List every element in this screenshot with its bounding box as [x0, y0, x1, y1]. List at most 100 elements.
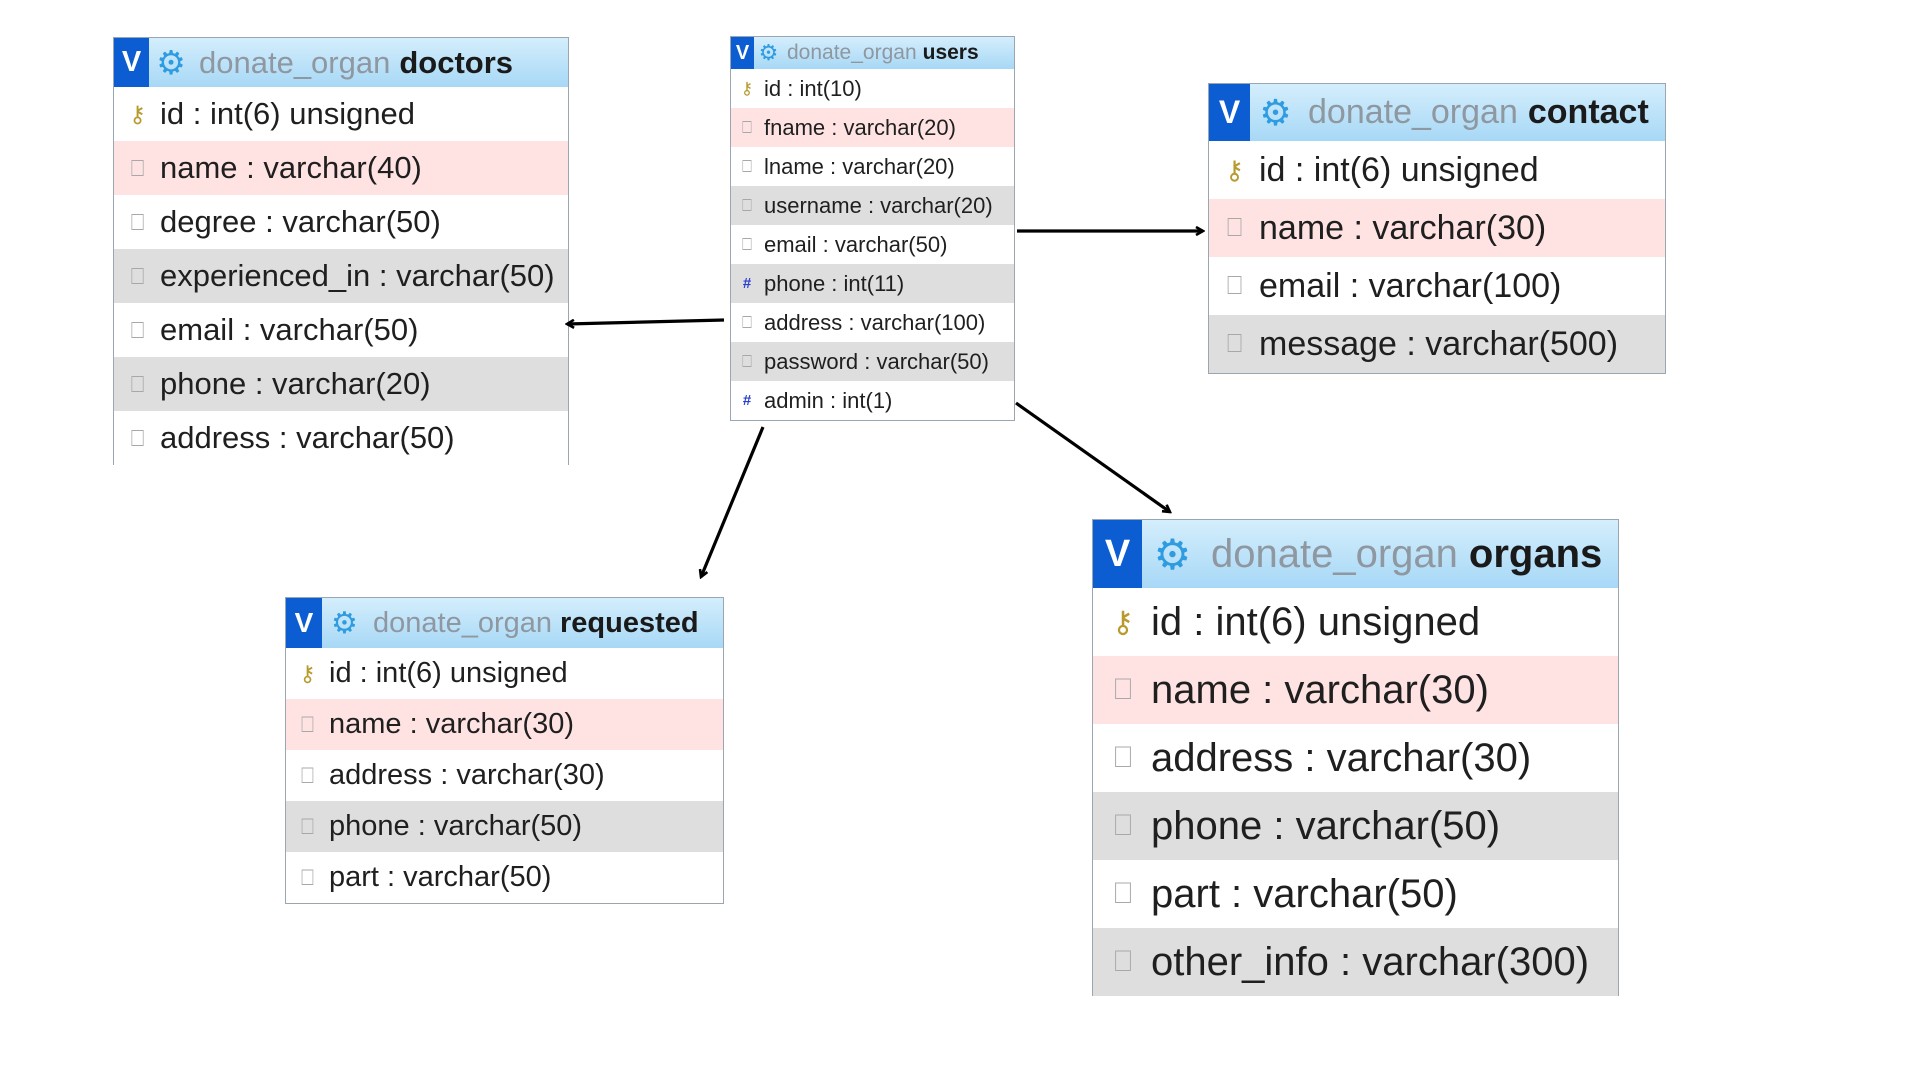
field-label: id : int(6) unsigned — [1259, 150, 1539, 189]
collapse-button[interactable]: V — [1093, 520, 1142, 588]
field-row: ⎕ address : varchar(50) — [114, 411, 568, 465]
column-icon: ⎕ — [300, 762, 315, 788]
key-icon: ⚷ — [1112, 605, 1134, 639]
column-icon: ⎕ — [1114, 741, 1132, 774]
field-label: name : varchar(30) — [1259, 208, 1547, 247]
column-icon: ⎕ — [741, 234, 753, 254]
table-name: requested — [560, 606, 699, 639]
field-row: ⎕ password : varchar(50) — [731, 342, 1014, 381]
table-name: organs — [1468, 531, 1603, 576]
key-icon: ⚷ — [129, 100, 146, 127]
field-label: password : varchar(50) — [764, 348, 989, 374]
field-row: ⎕ address : varchar(30) — [286, 750, 723, 801]
column-icon: ⎕ — [741, 312, 753, 332]
hash-icon: # — [742, 392, 752, 409]
collapse-button[interactable]: V — [114, 38, 149, 87]
field-row: ⎕ phone : varchar(50) — [286, 801, 723, 852]
field-label: message : varchar(500) — [1259, 324, 1619, 363]
field-row: ⎕part : varchar(50) — [1093, 860, 1618, 928]
field-row: ⚷ id : int(6) unsigned — [1209, 141, 1665, 199]
field-label: address : varchar(30) — [1151, 735, 1532, 780]
field-row: #phone : int(11) — [731, 264, 1014, 303]
field-row: ⎕ part : varchar(50) — [286, 852, 723, 903]
key-icon: ⚷ — [299, 660, 316, 686]
gear-icon[interactable]: ⚙ — [758, 40, 779, 65]
collapse-button[interactable]: V — [1209, 84, 1250, 141]
field-label: address : varchar(30) — [329, 759, 605, 791]
field-row: ⎕degree : varchar(50) — [114, 195, 568, 249]
column-icon: ⎕ — [130, 424, 145, 451]
field-row: ⎕name : varchar(30) — [286, 699, 723, 750]
gear-icon[interactable]: ⚙ — [1259, 91, 1292, 133]
field-row: ⎕ address : varchar(30) — [1093, 724, 1618, 792]
field-label: id : int(6) unsigned — [160, 96, 416, 131]
table-name: users — [922, 41, 979, 64]
gear-icon[interactable]: ⚙ — [1153, 530, 1192, 578]
field-row: ⚷ id : int(6) unsigned — [114, 87, 568, 141]
arrow-users-to-organs — [1015, 401, 1170, 512]
column-icon: ⎕ — [130, 316, 145, 343]
database-name: donate_organ — [199, 44, 391, 80]
field-label: other_info : varchar(300) — [1151, 939, 1590, 984]
column-icon: ⎕ — [1226, 212, 1243, 242]
table-name: doctors — [399, 44, 514, 80]
field-label: phone : varchar(50) — [329, 810, 583, 842]
field-label: username : varchar(20) — [764, 192, 993, 218]
field-label: address : varchar(100) — [764, 309, 986, 335]
field-row: ⎕ name : varchar(30) — [1093, 656, 1618, 724]
column-icon: ⎕ — [1114, 673, 1132, 706]
field-row: # admin : int(1) — [731, 381, 1014, 420]
gear-icon[interactable]: ⚙ — [331, 606, 358, 640]
column-icon: ⎕ — [1114, 945, 1132, 978]
field-row: ⚷id : int(6) unsigned — [286, 648, 723, 699]
column-icon: ⎕ — [1114, 877, 1132, 910]
table-name: contact — [1527, 93, 1649, 131]
field-label: lname : varchar(20) — [764, 153, 955, 179]
field-label: name : varchar(30) — [329, 708, 574, 740]
field-row: ⎕ name : varchar(30) — [1209, 199, 1665, 257]
field-label: phone : varchar(50) — [1151, 803, 1501, 848]
column-icon: ⎕ — [1114, 809, 1132, 842]
field-row: ⎕ phone : varchar(50) — [1093, 792, 1618, 860]
field-row: ⎕experienced_in : varchar(50) — [114, 249, 568, 303]
field-label: phone : varchar(20) — [160, 366, 431, 401]
column-icon: ⎕ — [741, 117, 753, 137]
gear-icon[interactable]: ⚙ — [156, 44, 186, 81]
field-row: ⎕email : varchar(50) — [114, 303, 568, 357]
field-row: ⎕ other_info : varchar(300) — [1093, 928, 1618, 996]
arrow-users-to-doctors — [567, 318, 725, 324]
column-icon: ⎕ — [741, 195, 753, 215]
database-name: donate_organ — [787, 41, 917, 64]
field-label: fname : varchar(20) — [764, 114, 956, 140]
field-row: ⚷id : int(10) — [731, 69, 1014, 108]
collapse-button[interactable]: V — [731, 37, 754, 69]
field-label: email : varchar(50) — [764, 231, 948, 257]
column-icon: ⎕ — [741, 351, 753, 371]
field-label: experienced_in : varchar(50) — [160, 258, 555, 293]
column-icon: ⎕ — [300, 813, 315, 839]
field-row: ⎕ message : varchar(500) — [1209, 315, 1665, 373]
key-icon: ⚷ — [1224, 154, 1245, 185]
field-label: id : int(6) unsigned — [1151, 599, 1481, 644]
field-row: ⎕name : varchar(40) — [114, 141, 568, 195]
column-icon: ⎕ — [1226, 328, 1243, 358]
field-label: admin : int(1) — [764, 387, 893, 413]
column-icon: ⎕ — [300, 864, 315, 890]
field-label: address : varchar(50) — [160, 420, 455, 455]
collapse-button[interactable]: V — [286, 598, 322, 648]
field-row: ⎕ username : varchar(20) — [731, 186, 1014, 225]
field-row: ⎕lname : varchar(20) — [731, 147, 1014, 186]
field-label: name : varchar(30) — [1151, 667, 1489, 712]
arrow-users-to-requested — [701, 426, 765, 577]
field-label: part : varchar(50) — [329, 861, 552, 893]
